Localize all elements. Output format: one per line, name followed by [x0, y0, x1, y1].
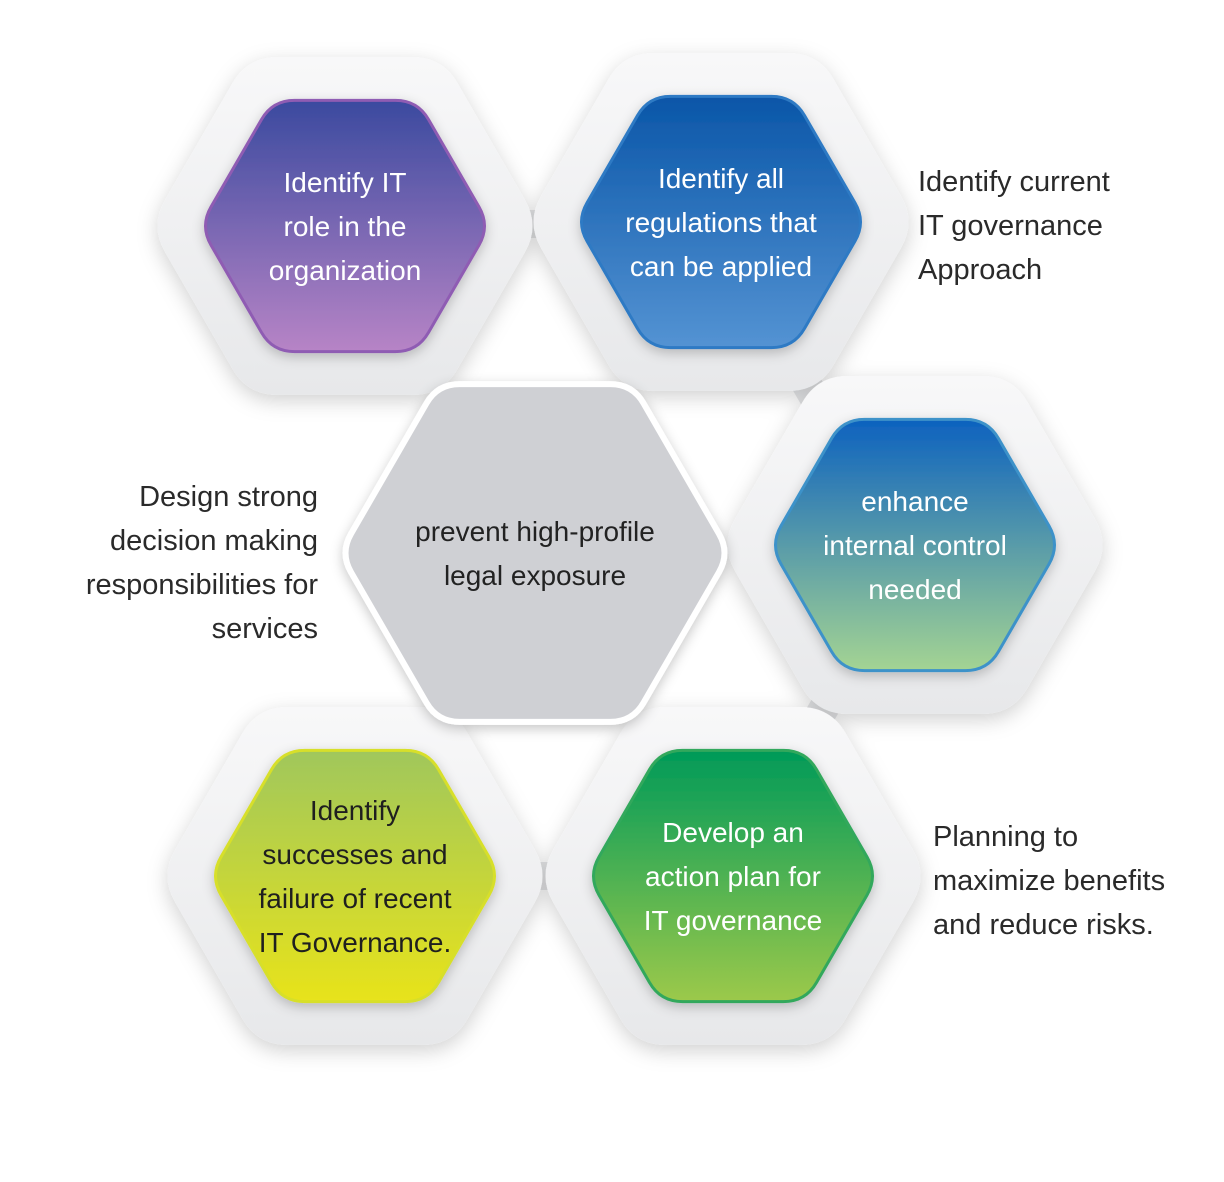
note-top-right-line-3: Approach — [918, 254, 1043, 286]
note-bottom-right-line-2: maximize benefits — [933, 865, 1166, 897]
hexagon-successes — [214, 748, 496, 1004]
note-bottom-right-line-3: and reduce risks. — [933, 909, 1154, 941]
hexagon-role-line-2: role in the — [284, 211, 407, 242]
hexagon-regulations-line-1: Identify all — [658, 163, 784, 194]
hexagon-legal — [342, 381, 728, 725]
hexagon-control-line-1: enhance — [861, 486, 968, 517]
hexagon-control-line-2: internal control — [823, 530, 1007, 561]
note-bottom-right-line-1: Planning to — [933, 821, 1079, 853]
hexagon-action-line-2: action plan for — [645, 861, 821, 892]
note-left-line-3: responsibilities for — [85, 569, 318, 601]
hexagon-regulations-line-3: can be applied — [630, 251, 812, 282]
hexagon-role-line-1: Identify IT — [284, 167, 407, 198]
hexagon-successes-line-4: IT Governance. — [259, 927, 451, 958]
note-top-right-line-1: Identify current — [918, 166, 1110, 198]
hexagon-regulations — [580, 94, 862, 350]
note-left: Design strong decision making responsibi… — [86, 475, 318, 651]
hexagon-role — [204, 98, 486, 354]
hexagon-successes-line-2: successes and — [262, 839, 447, 870]
hexagon-successes-line-3: failure of recent — [259, 883, 452, 914]
hexagon-role-line-3: organization — [269, 255, 422, 286]
hexagon-action-line-1: Develop an — [662, 817, 804, 848]
hexagon-control-line-3: needed — [868, 574, 961, 605]
note-top-right-line-2: IT governance — [918, 210, 1103, 242]
hexagon-action-line-3: IT governance — [644, 905, 823, 936]
note-left-line-1: Design strong — [139, 481, 318, 513]
note-left-line-4: services — [211, 613, 318, 645]
hexagon-action — [592, 748, 874, 1004]
hexagon-control — [774, 417, 1056, 673]
hexagon-regulations-line-2: regulations that — [625, 207, 817, 238]
note-top-right: Identify current IT governance Approach — [918, 160, 1110, 292]
note-left-line-2: decision making — [110, 525, 318, 557]
hexagon-inners — [204, 94, 1056, 1004]
note-bottom-right: Planning to maximize benefits and reduce… — [933, 815, 1165, 947]
hexagon-legal-line-2: legal exposure — [444, 560, 626, 591]
hexagon-successes-line-1: Identify — [310, 795, 400, 826]
hexagon-legal-line-1: prevent high-profile — [415, 516, 655, 547]
